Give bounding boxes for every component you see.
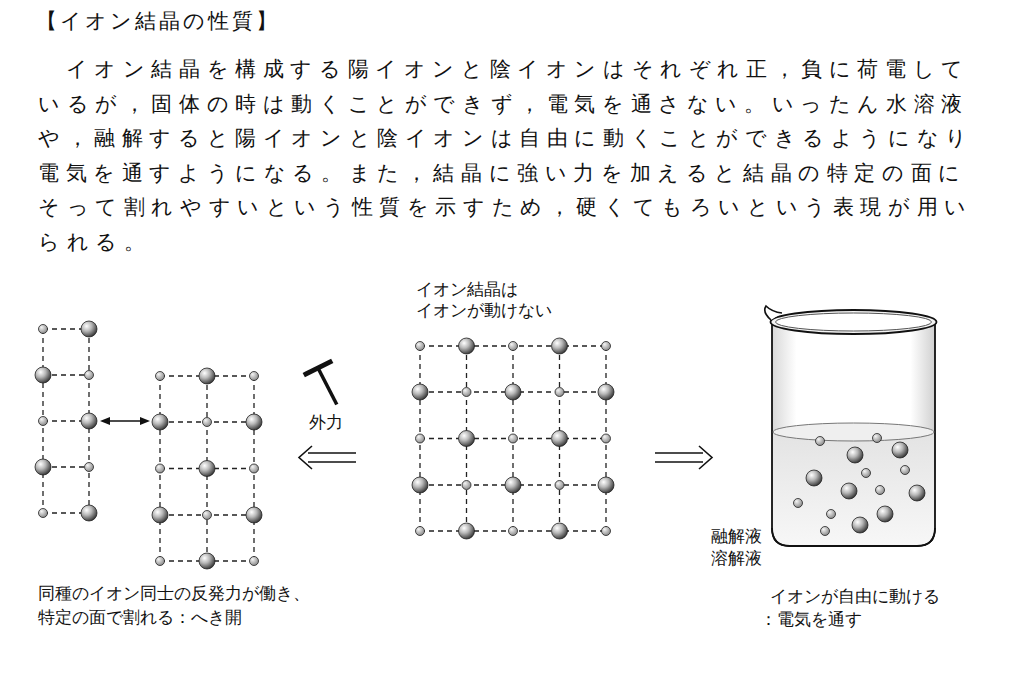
ion [552,523,568,539]
figure-caption: 同種のイオン同士の反発力が働き、 [38,583,310,604]
ion [156,464,165,473]
ion [598,384,614,400]
figure-caption: ：電気を通す [760,609,862,630]
ion [862,469,871,478]
ion [81,505,97,521]
ion [412,384,428,400]
ion [509,342,518,351]
ion [555,481,564,490]
ion [152,414,168,430]
ion [416,434,425,443]
ion [250,557,259,566]
hammer-symbol [306,362,336,403]
ion [35,367,51,383]
ion [602,342,611,351]
ion-lattice [152,368,262,569]
figure-label: イオンが動けない [416,300,552,321]
ion [85,371,94,380]
ion [602,434,611,443]
ion [841,483,857,499]
ion [505,477,521,493]
ion [876,486,885,495]
ion [555,388,564,397]
ion [462,481,471,490]
ion [552,338,568,354]
ion [877,506,893,522]
ion [246,507,262,523]
ion [203,418,212,427]
figure-label: イオン結晶は [416,279,518,300]
ion [892,442,908,458]
ion [199,368,215,384]
ion [552,431,568,447]
ion-lattice [35,321,97,521]
figure-caption: 特定の面で割れる：へき開 [38,607,242,628]
ion [85,463,94,472]
ion [827,510,836,519]
repulsion-arrow [100,417,150,425]
ion [794,499,803,508]
ion [81,321,97,337]
ion [152,507,168,523]
ion [852,517,868,533]
ion [509,527,518,536]
ion [509,434,518,443]
ion [459,338,475,354]
ion [250,464,259,473]
ion [462,388,471,397]
liquid-label: 溶解液 [711,548,762,569]
force-label: 外力 [309,412,343,433]
ion [250,372,259,381]
ion [412,477,428,493]
ion [821,527,830,536]
ion-lattice [412,338,614,539]
ion [816,437,825,446]
ion [873,434,882,443]
ion [39,509,48,518]
ion [459,431,475,447]
title: 【イオン結晶の性質】 [36,8,280,34]
ion [598,477,614,493]
ion [156,372,165,381]
ion [199,553,215,569]
ion [416,527,425,536]
ion [909,485,925,501]
body-text: イオン結晶を構成する陽イオンと陰イオンはそれぞれ正，負に荷電しているが，固体の時… [38,52,982,259]
figure-caption: イオンが自由に動ける [770,586,940,607]
process-arrow [299,446,712,469]
liquid-label: 融解液 [711,526,762,547]
ion [39,417,48,426]
ion [246,414,262,430]
ion [39,325,48,334]
ion [901,466,910,475]
ion [602,527,611,536]
ion [81,413,97,429]
ion-lattice [35,321,614,569]
ion [35,459,51,475]
ion [156,557,165,566]
ion [416,342,425,351]
ion [459,523,475,539]
ion [847,447,863,463]
ion [199,461,215,477]
ion [806,470,822,486]
beaker [765,306,937,546]
ion [203,511,212,520]
ion [505,384,521,400]
